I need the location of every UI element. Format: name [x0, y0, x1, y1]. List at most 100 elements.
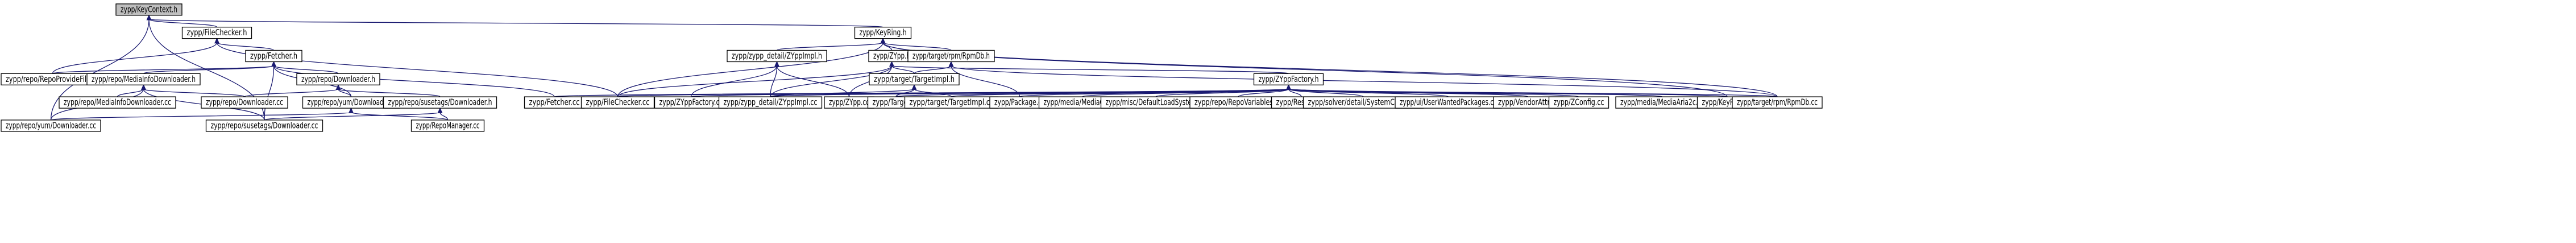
node-label: zypp/ZYpp.cc — [829, 97, 869, 108]
node-box — [1253, 73, 1324, 85]
edge-line — [52, 65, 275, 74]
node-label: zypp/repo/Downloader.h — [301, 74, 375, 84]
node-zypp-repomanager-cc[interactable]: zypp/RepoManager.cc — [410, 120, 485, 132]
node-box — [383, 96, 497, 109]
edge-line — [951, 65, 1778, 97]
edge-mediainfodownloader-cc-to-mediainfodownloader-h — [117, 84, 146, 97]
edge-line — [52, 42, 218, 74]
edge-line — [216, 42, 619, 97]
edge-line — [1238, 88, 1289, 97]
node-zypp-fetcher-h[interactable]: zypp/Fetcher.h — [245, 50, 302, 63]
edge-zyppimpl-h-to-keyring-h — [776, 38, 886, 51]
edge-target-cc-to-zyppfactory-h — [895, 84, 1291, 97]
edge-package-cc-to-zyppfactory-h — [1019, 84, 1291, 97]
node-box — [115, 3, 182, 16]
node-zypp-target-rpm-rpmdb-h[interactable]: zypp/target/rpm/RpmDb.h — [907, 50, 995, 63]
node-label: zypp/Fetcher.h — [250, 51, 297, 61]
node-zypp-repo-susetags-downloader-cc[interactable]: zypp/repo/susetags/Downloader.cc — [205, 120, 323, 132]
edge-susetags-downloader-h-to-downloader-h — [335, 84, 441, 97]
edge-line — [50, 19, 150, 120]
node-zypp-zypp-h[interactable]: zypp/ZYpp.h — [868, 50, 915, 63]
node-label: zypp/VendorAttr.cc — [1498, 97, 1558, 108]
node-zypp-filechecker-h[interactable]: zypp/FileChecker.h — [181, 27, 252, 39]
node-label: zypp/repo/RepoProvideFile.cc — [6, 74, 99, 84]
node-zypp-repo-repovariables-cc[interactable]: zypp/repo/RepoVariables.cc — [1189, 96, 1287, 109]
edge-arrowhead — [1286, 84, 1291, 90]
node-label: zypp/target/rpm/RpmDb.h — [912, 51, 990, 61]
node-zypp-target-targetimpl-h[interactable]: zypp/target/TargetImpl.h — [869, 73, 960, 85]
node-layer: zypp/KeyContext.h zypp/FileChecker.h zypp/… — [1, 3, 1823, 132]
node-zypp-repo-yum-downloader-cc[interactable]: zypp/repo/yum/Downloader.cc — [1, 120, 101, 132]
edge-downloader-cc-to-mediainfodownloader-h — [141, 84, 245, 97]
node-box — [59, 96, 176, 109]
edge-zypp-cc-to-zyppimpl-h — [774, 61, 850, 97]
edge-line — [264, 65, 275, 120]
edge-yum-downloader-cc-to-yum-downloader-h — [50, 107, 354, 121]
edge-arrowhead — [911, 84, 917, 90]
edge-line — [439, 112, 449, 121]
node-box — [245, 50, 302, 63]
node-zypp-package-cc[interactable]: zypp/Package.cc — [989, 96, 1050, 109]
edge-line — [1288, 88, 1364, 97]
node-zypp-repo-mediainfodownloader-h[interactable]: zypp/repo/MediaInfoDownloader.h — [86, 73, 201, 85]
node-zypp-repo-yum-downloader-h[interactable]: zypp/repo/yum/Downloader.h — [302, 96, 400, 109]
node-box — [907, 50, 995, 63]
node-box — [1, 120, 101, 132]
node-zypp-vendorattr-cc[interactable]: zypp/VendorAttr.cc — [1493, 96, 1563, 109]
edge-line — [264, 112, 441, 121]
node-zypp-repo-downloader-h[interactable]: zypp/repo/Downloader.h — [296, 73, 380, 85]
edge-arrowhead — [948, 61, 954, 67]
node-zypp-repo-mediainfodownloader-cc[interactable]: zypp/repo/MediaInfoDownloader.cc — [59, 96, 176, 109]
edge-arrowhead — [271, 61, 276, 67]
node-zypp-zconfig-cc[interactable]: zypp/ZConfig.cc — [1548, 96, 1610, 109]
edge-zyppfactory-h-to-zypp-h — [889, 61, 1289, 74]
node-label: zypp/FileChecker.h — [187, 27, 247, 38]
node-zypp-repo-susetags-downloader-h[interactable]: zypp/repo/susetags/Downloader.h — [383, 96, 497, 109]
edge-mediainfodownloader-h-to-fetcher-h — [143, 61, 276, 74]
edge-line — [350, 112, 449, 121]
edge-line — [951, 65, 1021, 97]
node-zypp-media-mediaaria2c-cc[interactable]: zypp/media/MediaAria2c.cc — [1615, 96, 1710, 109]
edge-line — [776, 42, 883, 51]
node-label: zypp/FileChecker.cc — [586, 97, 650, 108]
node-box — [181, 27, 252, 39]
node-label: zypp/ZConfig.cc — [1554, 97, 1604, 108]
node-zypp-target-rpm-rpmdb-cc[interactable]: zypp/target/rpm/RpmDb.cc — [1732, 96, 1823, 109]
node-label: zypp/repo/yum/Downloader.h — [308, 97, 395, 108]
node-zypp-repo-downloader-cc[interactable]: zypp/repo/Downloader.cc — [201, 96, 288, 109]
edge-zyppfactory-cc-to-zyppimpl-h — [690, 61, 779, 97]
edge-line — [273, 65, 339, 74]
node-zypp-ui-userwantedpackages-cc[interactable]: zypp/ui/UserWantedPackages.cc — [1395, 96, 1502, 109]
node-zypp-repo-repoprovidefile-cc[interactable]: zypp/repo/RepoProvideFile.cc — [1, 73, 105, 85]
edge-line — [244, 88, 339, 97]
node-box — [201, 96, 288, 109]
node-zypp-zypp-detail-zyppimpl-h[interactable]: zypp/zypp_detail/ZYppImpl.h — [727, 50, 827, 63]
edge-line — [273, 65, 555, 97]
node-zypp-fetcher-cc[interactable]: zypp/Fetcher.cc — [524, 96, 585, 109]
node-label: zypp/Fetcher.cc — [529, 97, 580, 108]
edge-line — [617, 65, 893, 97]
edge-filechecker-cc-to-zypp-h — [617, 61, 894, 97]
edge-line — [776, 65, 850, 97]
node-zypp-target-targetimpl-cc[interactable]: zypp/target/TargetImpl.cc — [904, 96, 999, 109]
node-zypp-filechecker-cc[interactable]: zypp/FileChecker.cc — [580, 96, 655, 109]
node-box — [1732, 96, 1823, 109]
node-label: zypp/KeyRing.h — [860, 27, 907, 38]
edge-line — [50, 112, 352, 121]
node-zypp-zyppfactory-h[interactable]: zypp/ZYppFactory.h — [1253, 73, 1324, 85]
edge-line — [1288, 89, 1302, 97]
node-zypp-zypp-cc[interactable]: zypp/ZYpp.cc — [824, 96, 874, 109]
node-box — [410, 120, 485, 132]
edge-susetags-downloader-cc-to-susetags-downloader-h — [264, 107, 443, 121]
edge-line — [891, 65, 915, 74]
node-zypp-keycontext-h: zypp/KeyContext.h — [115, 3, 182, 16]
edge-keyring-h-to-keycontext-h — [146, 14, 883, 28]
edge-downloader-h-to-fetcher-h — [271, 61, 339, 74]
edge-line — [143, 88, 245, 97]
edge-line — [148, 19, 218, 28]
node-label: zypp/repo/yum/Downloader.cc — [6, 120, 96, 130]
node-zypp-keyring-h[interactable]: zypp/KeyRing.h — [854, 27, 912, 39]
node-zypp-zypp-detail-zyppimpl-cc[interactable]: zypp/zypp_detail/ZYppImpl.cc — [718, 96, 823, 109]
node-zypp-zyppfactory-cc[interactable]: zypp/ZYppFactory.cc — [654, 96, 728, 109]
